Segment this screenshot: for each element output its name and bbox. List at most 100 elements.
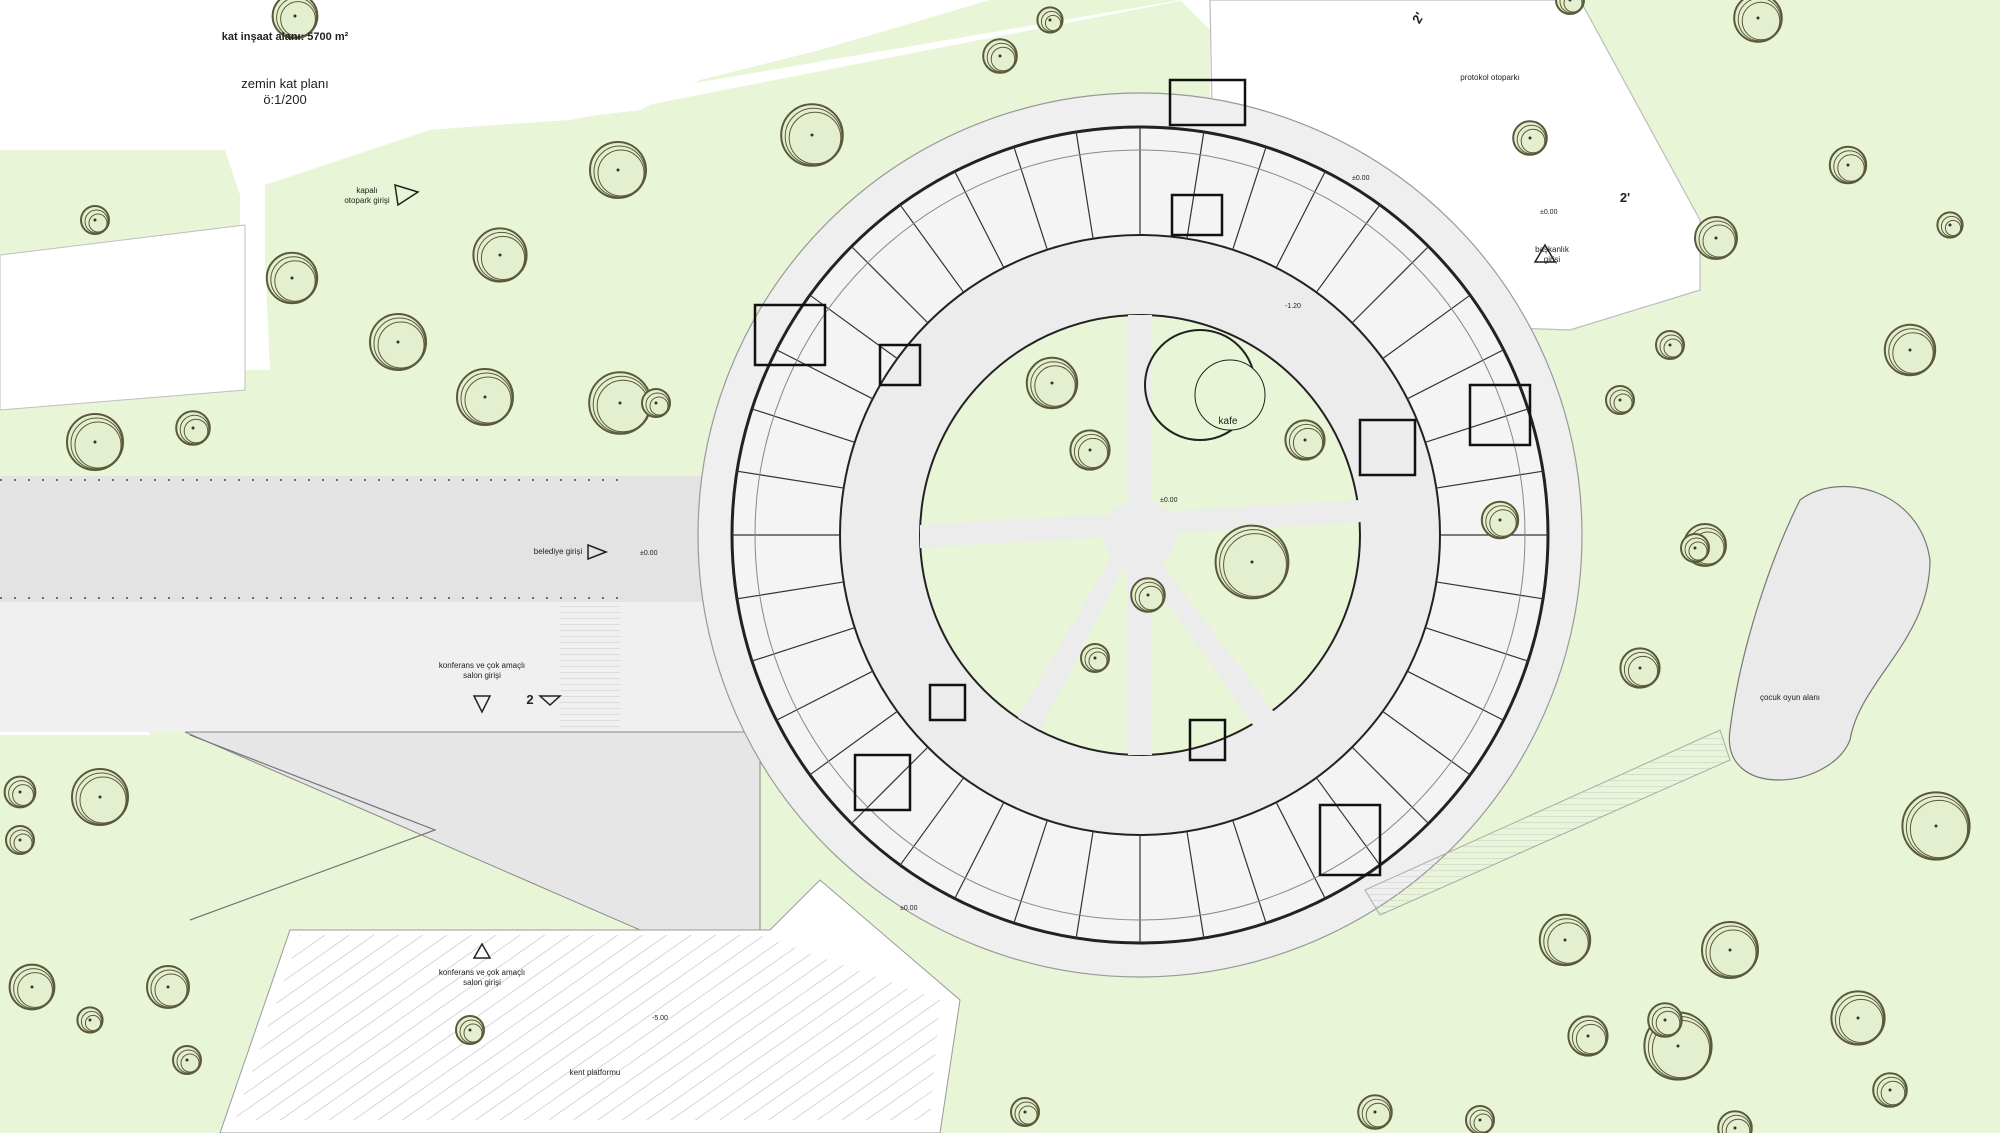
tree-canopy	[1905, 795, 1970, 860]
tree-canopy	[9, 829, 34, 854]
tree-trunk	[1093, 656, 1097, 660]
tree-canopy	[784, 107, 843, 166]
tree-canopy	[1073, 433, 1110, 470]
tree-canopy	[1473, 1113, 1493, 1133]
access-road-top	[420, 0, 1215, 130]
parking-lot-left	[0, 224, 246, 411]
room-divider-wall	[954, 802, 1005, 899]
tree-trunk	[998, 54, 1002, 58]
tree-canopy	[1684, 537, 1709, 562]
tree-trunk	[396, 340, 400, 344]
tree-trunk	[185, 1058, 189, 1062]
room-divider-wall	[1407, 670, 1504, 721]
tree-trunk	[1714, 236, 1718, 240]
tree-trunk	[1250, 560, 1254, 564]
tree-trunk	[18, 790, 22, 794]
room-divider-wall	[851, 246, 929, 324]
tree-canopy	[476, 231, 527, 282]
tree-trunk	[1586, 1034, 1590, 1038]
tree-canopy	[1623, 651, 1660, 688]
tree-trunk	[1478, 1118, 1482, 1122]
tree-canopy	[1555, 0, 1585, 15]
tree-canopy	[1698, 220, 1737, 259]
tree-canopy	[270, 256, 317, 303]
tree-canopy	[1077, 437, 1109, 469]
room-divider-wall	[899, 204, 965, 293]
tree-canopy	[79, 776, 127, 824]
tree-canopy	[986, 42, 1017, 73]
tree-canopy	[1705, 925, 1758, 978]
parking-entry-label-1: kapalı	[356, 186, 377, 195]
tree-canopy	[593, 145, 646, 198]
tree-trunk	[1756, 16, 1760, 20]
level-mark-7: -5.00	[652, 1015, 668, 1022]
room-divider-wall	[1275, 802, 1326, 899]
tree-canopy	[1688, 541, 1708, 561]
tree-canopy	[1014, 1101, 1039, 1126]
room-divider-wall	[1232, 146, 1267, 250]
tree-canopy	[649, 396, 669, 416]
tree-canopy	[1292, 427, 1324, 459]
tree-trunk	[1088, 448, 1092, 452]
room-divider-wall	[1013, 146, 1048, 250]
room-divider-wall	[1232, 820, 1267, 924]
tree-canopy	[990, 46, 1016, 72]
tree-trunk	[810, 133, 814, 137]
municipality-building	[697, 78, 1583, 978]
tree-canopy	[280, 1, 316, 37]
conference-entry-upper-2: salon girişi	[463, 671, 501, 680]
tree-canopy	[1543, 918, 1590, 965]
tree-trunk	[1638, 666, 1642, 670]
room-divider-wall	[776, 670, 873, 721]
tree-trunk	[1048, 18, 1052, 22]
tree-trunk	[1668, 343, 1672, 347]
tree-canopy	[460, 372, 513, 425]
tree-canopy	[274, 260, 316, 302]
tree-trunk	[1373, 1110, 1377, 1114]
tree-canopy	[464, 376, 512, 424]
tree-canopy	[788, 111, 842, 165]
section-arrow-left-icon	[538, 695, 562, 707]
tree-canopy	[1030, 361, 1077, 408]
area-label: kat inşaat alanı: 5700 m²	[222, 31, 349, 43]
tree-trunk	[1498, 518, 1502, 522]
building-cores	[753, 78, 1532, 877]
tree-canopy	[74, 421, 122, 469]
tree-trunk	[98, 795, 102, 799]
tree-canopy	[1516, 124, 1547, 155]
room-divider-wall	[1382, 294, 1471, 360]
tree-trunk	[88, 1018, 92, 1022]
room-divider-wall	[1382, 710, 1471, 776]
tree-canopy	[1613, 393, 1633, 413]
tree-canopy	[75, 772, 128, 825]
tree-canopy	[1888, 328, 1935, 375]
room-divider-wall	[1425, 408, 1529, 443]
tree-canopy	[1733, 0, 1783, 43]
tree-canopy	[1520, 128, 1546, 154]
playground-path	[1364, 729, 1731, 916]
trees	[3, 0, 1971, 1133]
tree-canopy	[1834, 994, 1885, 1045]
tree-canopy	[1084, 647, 1109, 672]
tree-trunk	[1303, 438, 1307, 442]
level-mark-2: ±0.00	[1160, 497, 1178, 504]
grass-parking-left	[0, 150, 240, 255]
tree-canopy	[1044, 14, 1062, 32]
tree-canopy	[1138, 585, 1164, 611]
level-mark-1: ±0.00	[640, 550, 658, 557]
conference-forecourt	[0, 602, 760, 732]
tree-canopy	[1659, 334, 1684, 359]
tree-trunk	[1934, 824, 1938, 828]
tree-canopy	[1651, 1006, 1682, 1037]
tree-trunk	[498, 253, 502, 257]
tree-canopy	[377, 321, 425, 369]
tree-canopy	[1018, 1105, 1038, 1125]
tree-canopy	[180, 1053, 200, 1073]
conference-entry-lower-2: salon girişi	[463, 978, 501, 987]
tree-trunk	[1676, 1044, 1680, 1048]
tree-canopy	[154, 973, 188, 1007]
tree-canopy	[1838, 998, 1884, 1044]
level-mark-5: ±0.00	[900, 905, 918, 912]
tree-canopy	[1088, 651, 1108, 671]
tree-canopy	[12, 784, 34, 806]
